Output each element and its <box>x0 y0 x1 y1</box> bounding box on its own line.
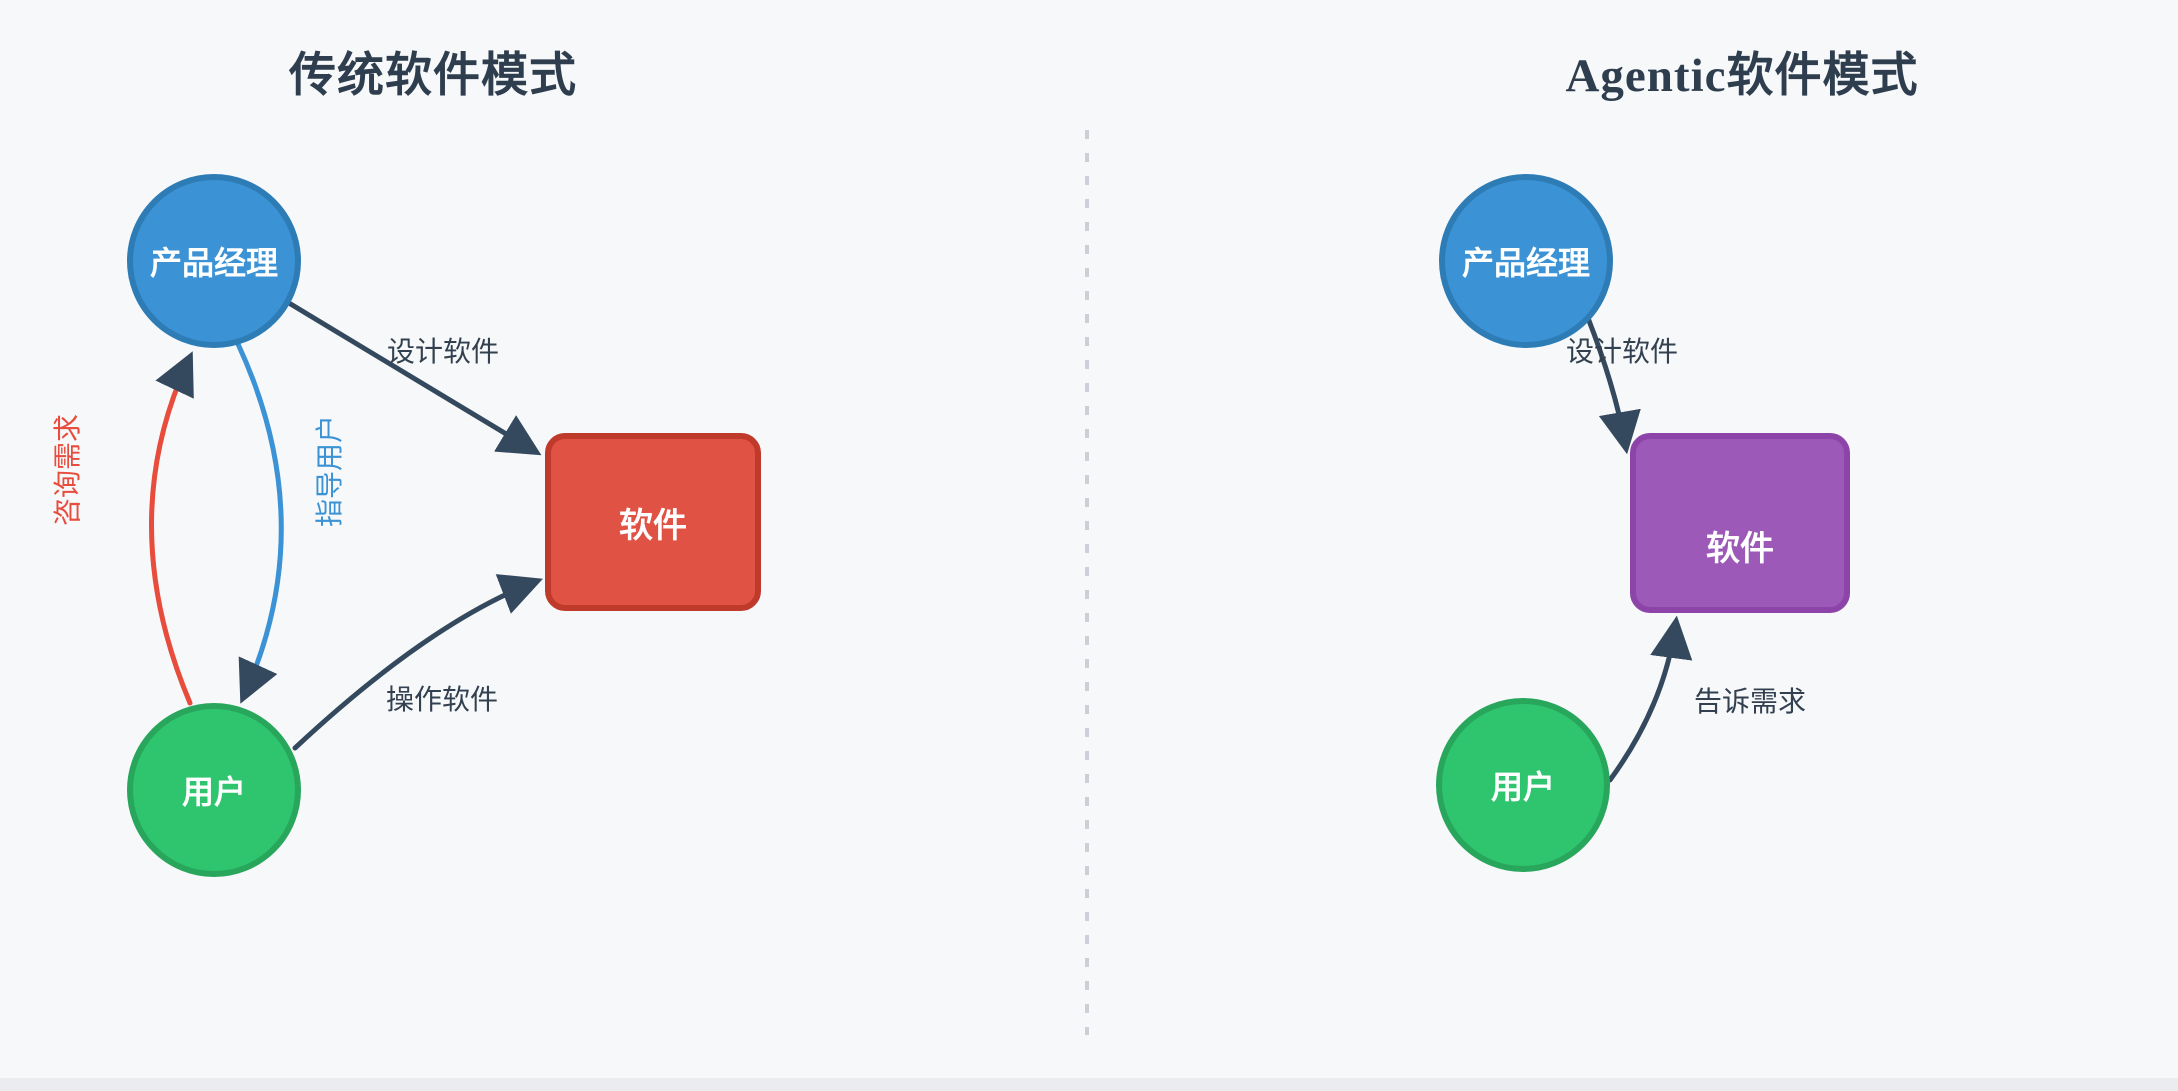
node-product-manager-traditional: 产品经理 <box>127 174 301 348</box>
node-label-software: 软件 <box>619 507 687 545</box>
edge-pm-guide-user <box>235 341 284 704</box>
traditional-panel-title: 传统软件模式 <box>289 50 577 102</box>
edge-user-consult-pm <box>149 351 194 706</box>
node-software-agentic: 软件 <box>1630 433 1850 613</box>
edge-label-guide-user: 指导用户 <box>315 414 346 528</box>
node-label-product-manager: 产品经理 <box>1461 245 1590 281</box>
node-label-user: 用户 <box>181 774 246 810</box>
node-product-manager-agentic: 产品经理 <box>1439 174 1613 348</box>
edge-user-operate-software-left <box>292 574 543 751</box>
edge-user-tell-software-right <box>1607 615 1693 783</box>
edge-label-design-software-right: 设计软件 <box>1565 337 1679 368</box>
agentic-panel-title: Agentic软件模式 <box>1565 50 1919 102</box>
edge-label-operate-software: 操作软件 <box>385 685 499 716</box>
node-label-product-manager: 产品经理 <box>149 245 278 281</box>
node-label-software: 软件 <box>1706 530 1774 568</box>
edge-label-design-software-left: 设计软件 <box>386 337 500 368</box>
edge-label-consult-requirements: 咨询需求 <box>53 413 84 527</box>
node-label-user: 用户 <box>1490 769 1555 805</box>
bottom-strip <box>0 1078 2178 1091</box>
node-software-traditional: 软件 <box>545 433 761 611</box>
node-user-agentic: 用户 <box>1436 698 1610 872</box>
edge-label-tell-requirements: 告诉需求 <box>1693 687 1807 718</box>
node-user-traditional: 用户 <box>127 703 301 877</box>
